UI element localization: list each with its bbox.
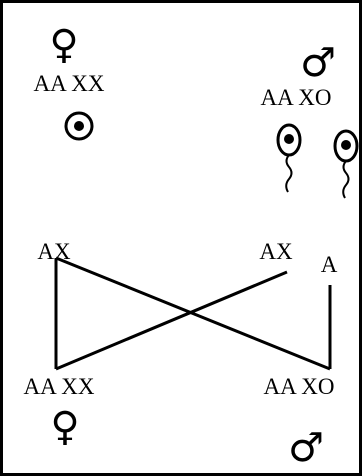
gamete-female-ax: AX [37,239,71,264]
female-symbol-bottom: ♀ [50,404,79,450]
offspring-male-genotype: AA XO [264,374,335,399]
male-symbol-bottom: ♂ [288,425,324,471]
male-symbol-top: ♂ [300,40,336,86]
sperm-icon [276,123,302,193]
egg-icon [64,111,94,141]
gamete-male-a: A [321,252,338,277]
cross-line-female-to-male-offspring [55,256,331,371]
cross-line-male-ax-to-female-offspring [55,270,288,371]
offspring-female-genotype: AA XX [24,374,95,399]
gamete-male-ax: AX [259,239,293,264]
female-symbol-top: ♀ [49,22,78,68]
female-genotype-top: AA XX [34,71,105,96]
male-genotype-top: AA XO [261,85,332,110]
sperm-icon [333,129,359,199]
